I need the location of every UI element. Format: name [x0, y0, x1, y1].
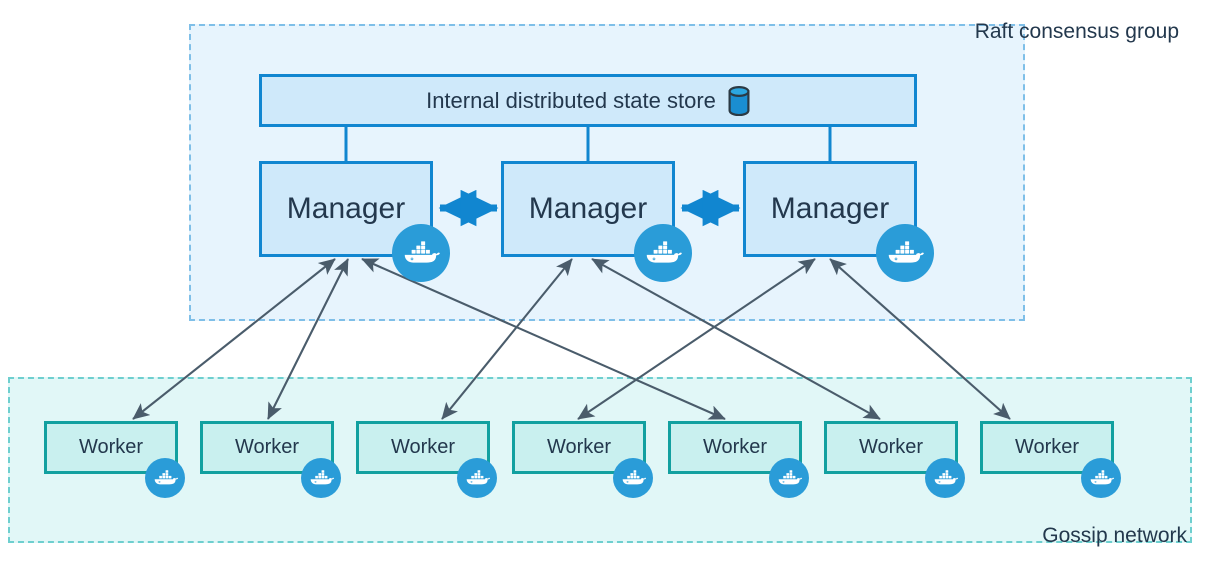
docker-whale-icon	[457, 458, 497, 498]
docker-whale-icon	[1081, 458, 1121, 498]
docker-whale-icon	[392, 224, 450, 282]
docker-whale-icon	[613, 458, 653, 498]
worker-node-6[interactable]: Worker	[824, 421, 958, 474]
worker-label: Worker	[702, 436, 768, 458]
worker-label: Worker	[234, 436, 300, 458]
docker-whale-icon	[145, 458, 185, 498]
docker-whale-icon	[925, 458, 965, 498]
worker-node-5[interactable]: Worker	[668, 421, 802, 474]
worker-label: Worker	[546, 436, 612, 458]
manager-label: Manager	[770, 192, 890, 225]
worker-node-7[interactable]: Worker	[980, 421, 1114, 474]
docker-whale-icon	[301, 458, 341, 498]
manager-label: Manager	[528, 192, 648, 225]
database-cylinder-icon	[728, 85, 750, 116]
docker-whale-icon	[876, 224, 934, 282]
worker-label: Worker	[78, 436, 144, 458]
internal-state-store-node[interactable]: Internal distributed state store	[259, 74, 917, 127]
worker-label: Worker	[1014, 436, 1080, 458]
worker-label: Worker	[390, 436, 456, 458]
docker-whale-icon	[769, 458, 809, 498]
docker-whale-icon	[634, 224, 692, 282]
gossip-zone-label: Gossip network	[1042, 524, 1187, 547]
manager-label: Manager	[286, 192, 406, 225]
state-store-label: Internal distributed state store	[426, 87, 716, 113]
raft-zone-label: Raft consensus group	[974, 20, 1179, 43]
worker-label: Worker	[858, 436, 924, 458]
